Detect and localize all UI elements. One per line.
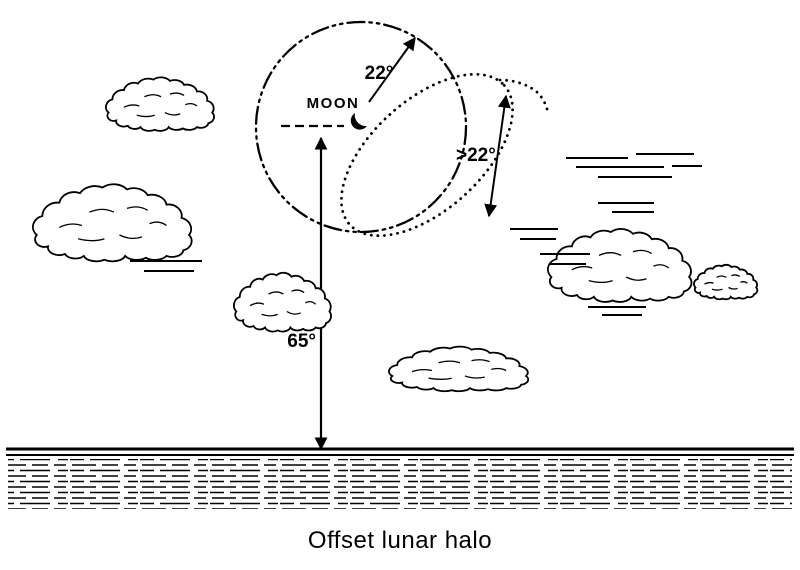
halo-22deg-circle [254,20,468,234]
sea-texture [8,459,792,509]
offset-distance-arrow [484,94,511,218]
cloud-top-left [104,76,216,133]
cloud-center-low [232,271,333,333]
elevation-angle-label: 65° [287,331,316,352]
offset-halo-ellipse [339,72,515,238]
cloud-middle-bottom [387,345,530,393]
caption: Offset lunar halo [308,527,492,554]
cloud-right-large [546,227,694,304]
offset-halo-tail [498,78,550,115]
cloud-left-large [31,182,194,264]
cloud-streaks [130,153,702,316]
cloud-right-small [693,264,759,301]
moon-label: MOON [307,95,360,112]
halo-radius-arrow [368,36,416,103]
offset-angle-label: >22° [456,145,496,166]
halo-angle-label: 22° [365,63,394,84]
moon-crescent-icon [350,113,367,130]
